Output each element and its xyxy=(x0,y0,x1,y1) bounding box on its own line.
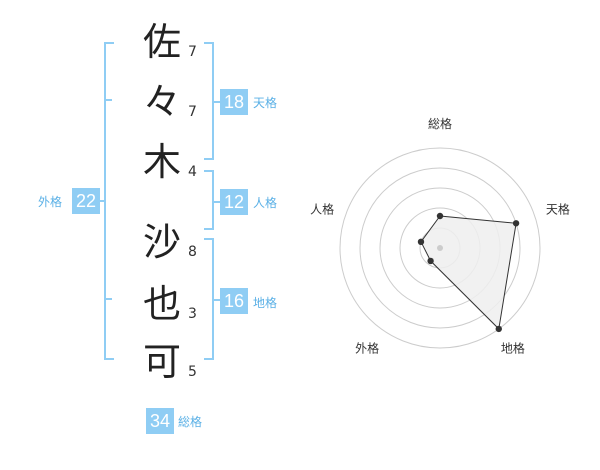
jinkaku-connector xyxy=(212,201,220,203)
gaikaku-tick-1 xyxy=(104,99,112,101)
radar-axis-labels: 総格 天格 地格 外格 人格 xyxy=(310,116,570,355)
radar-axis-label-gaikaku: 外格 xyxy=(355,340,379,355)
radar-series-area xyxy=(420,215,517,330)
stroke-count-5: 3 xyxy=(188,306,197,322)
tenkaku-badge: 18 xyxy=(220,89,248,115)
name-char-4: 沙 xyxy=(142,220,181,264)
chikaku-connector xyxy=(212,299,220,301)
name-char-3: 木 xyxy=(142,140,181,184)
gaikaku-label: 外格 xyxy=(38,195,63,209)
radar-ring-5 xyxy=(339,147,541,349)
stroke-count-4: 8 xyxy=(188,244,197,260)
chikaku-badge: 16 xyxy=(220,288,248,314)
gaikaku-tick-2 xyxy=(104,298,112,300)
stroke-count-6: 5 xyxy=(188,364,197,380)
radar-points xyxy=(417,212,520,333)
gaikaku-connector xyxy=(98,200,106,202)
chikaku-label: 地格 xyxy=(253,296,278,310)
radar-ring-4 xyxy=(359,167,521,329)
radar-point-1 xyxy=(512,220,520,227)
gaikaku-badge: 22 xyxy=(72,188,100,214)
radar-axis-label-tenkaku: 天格 xyxy=(546,202,570,217)
jinkaku-bracket-line xyxy=(204,170,214,230)
radar-axis-label-soukaku: 総格 xyxy=(428,116,452,131)
soukaku-badge: 34 xyxy=(146,408,174,434)
jinkaku-label: 人格 xyxy=(253,196,278,210)
stroke-count-3: 4 xyxy=(188,164,197,180)
radar-center xyxy=(437,245,443,251)
jinkaku-badge: 12 xyxy=(220,189,248,215)
tenkaku-connector xyxy=(212,101,220,103)
stroke-count-1: 7 xyxy=(188,44,197,60)
name-char-2: 々 xyxy=(142,80,181,124)
radar-point-4 xyxy=(417,238,425,246)
radar-axis-label-chikaku: 地格 xyxy=(501,340,525,355)
radar-axis-label-jinkaku: 人格 xyxy=(310,202,334,217)
soukaku-label: 総格 xyxy=(178,415,203,429)
tenkaku-label: 天格 xyxy=(253,96,278,110)
radar-point-3 xyxy=(427,257,434,265)
stroke-count-2: 7 xyxy=(188,104,197,120)
radar-point-2 xyxy=(495,325,502,333)
name-char-5: 也 xyxy=(142,282,181,326)
name-char-1: 佐 xyxy=(142,20,181,64)
radar-point-0 xyxy=(436,212,444,220)
name-char-6: 可 xyxy=(142,340,181,384)
